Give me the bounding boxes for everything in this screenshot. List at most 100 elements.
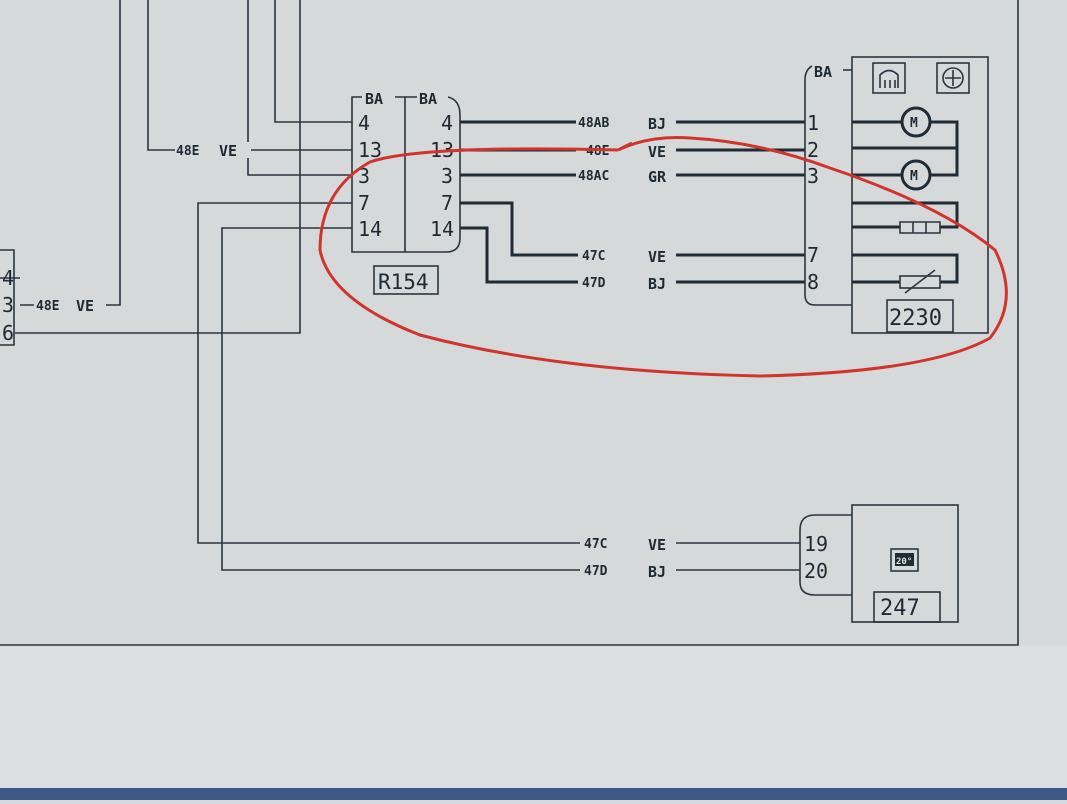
- wire-color: VE: [219, 142, 237, 160]
- diagram-label: 7: [441, 191, 453, 215]
- diagram-line: [274, 0, 352, 123]
- diagram-label: VE: [648, 248, 666, 266]
- resistor-array-icon: [899, 221, 941, 234]
- diagram-label: 19: [804, 532, 828, 556]
- diagram-line: [873, 591, 941, 623]
- diagram-label: 47C: [584, 537, 607, 552]
- diagram-line: [147, 0, 352, 151]
- diagram-line: [895, 553, 914, 566]
- diagram-line: [221, 227, 800, 571]
- diagram-line: [879, 69, 899, 88]
- diagram-label: 20°: [896, 557, 912, 567]
- diagram-label: 14: [358, 217, 382, 241]
- diagram-line: [580, 534, 676, 552]
- diagram-label: 4: [358, 111, 370, 135]
- component-247: 19 20 20° 247: [799, 504, 959, 623]
- diagram-label: 7: [807, 243, 819, 267]
- left-edge-connector: 4 3 6 48E VE: [0, 249, 106, 346]
- diagram-label: 4: [441, 111, 453, 135]
- diagram-line: [942, 67, 964, 89]
- diagram-line: [34, 297, 106, 313]
- pin-label: 3: [2, 293, 14, 317]
- diagram-line: 48AB BJ 48E VE 48AC GR 47C VE 47D BJ: [576, 113, 676, 293]
- diagram-line: [945, 70, 961, 86]
- fan-icon: [936, 62, 970, 94]
- diagram-line: [852, 120, 959, 177]
- diagram-line: [576, 141, 676, 159]
- wire-code: 48E: [176, 144, 199, 159]
- component-id: 2230: [889, 306, 942, 331]
- wires-r154-to-2230: 48AB BJ 48E VE 48AC GR 47C VE 47D BJ: [460, 113, 805, 293]
- diagram-label: M: [910, 169, 918, 184]
- diagram-line: [197, 202, 800, 544]
- diagram-label: 8: [807, 270, 819, 294]
- diagram-line: [578, 246, 676, 264]
- diagram-line: [15, 0, 301, 334]
- wire-color: VE: [76, 297, 94, 315]
- diagram-line: [852, 253, 959, 284]
- diagram-label: M: [910, 116, 918, 131]
- diagram-label: 2: [807, 138, 819, 162]
- pin-label: 6: [2, 321, 14, 345]
- diagram-line: [580, 561, 676, 579]
- diagram-label: BJ: [648, 115, 666, 133]
- diagram-line: [405, 96, 461, 253]
- motor-icon: M: [900, 106, 932, 138]
- side-label: BA: [365, 90, 383, 108]
- diagram-line: [900, 159, 932, 191]
- diagram-label: BJ: [648, 275, 666, 293]
- component-2230: BA 1 2 3 7 8 M M 2230: [804, 56, 989, 334]
- diagram-label: 14: [430, 217, 454, 241]
- diagram-label: 3: [807, 164, 819, 188]
- diagram-label: 48E: [586, 144, 609, 159]
- component-id-box: [373, 265, 439, 295]
- diagram-label: 47C: [582, 249, 605, 264]
- diagram-label: VE: [648, 143, 666, 161]
- diagram-label: 3: [358, 164, 370, 188]
- diagram-line: [851, 56, 989, 334]
- diagram-line: [904, 269, 936, 294]
- diagram-label: 1: [807, 111, 819, 135]
- temperature-sensor-icon: [890, 548, 919, 572]
- diagram-label: 48AC: [578, 169, 609, 184]
- diagram-line: [351, 96, 406, 253]
- component-id: 247: [880, 596, 920, 621]
- diagram-line: [804, 65, 852, 306]
- diagram-label: VE: [648, 536, 666, 554]
- connector-r154: 48E VE BA BA 4 13 3 7 14 4 13 3 7 14 R15…: [175, 90, 461, 295]
- diagram-line: [578, 273, 676, 291]
- diagram-line: [576, 166, 676, 184]
- diagram-line: [20, 0, 121, 306]
- component-id: R154: [378, 270, 429, 294]
- diagram-line: [799, 514, 852, 596]
- diagram-label: 7: [358, 191, 370, 215]
- diagram-label: 20: [804, 559, 828, 583]
- page-margin: [0, 645, 1067, 790]
- diagram-line: [247, 0, 352, 176]
- wires-r154-to-247: 47C VE 47D BJ: [580, 534, 676, 581]
- diagram-label: 47D: [584, 564, 608, 579]
- wire-bundle-top: [0, 0, 800, 571]
- diagram-line: [0, 249, 15, 346]
- diagram-label: 3: [441, 164, 453, 188]
- pin-label: 4: [2, 266, 14, 290]
- diagram-label: 48AB: [578, 116, 609, 131]
- diagram-line: [576, 113, 676, 131]
- page-frame: [0, 0, 1019, 646]
- variable-resistor-icon: [899, 275, 941, 289]
- heater-icon: [872, 62, 906, 94]
- red-annotation-circle: [318, 136, 1008, 378]
- diagram-line: [886, 299, 954, 333]
- diagram-label: BJ: [648, 563, 666, 581]
- diagram-line: [175, 142, 251, 158]
- diagram-line: [900, 106, 932, 138]
- screen-bezel: [0, 788, 1067, 800]
- diagram-label: 47D: [582, 276, 606, 291]
- diagram-label: BA: [814, 63, 832, 81]
- diagram-label: GR: [648, 168, 667, 186]
- side-label: BA: [419, 90, 437, 108]
- motor-icon: M: [900, 159, 932, 191]
- wire-code: 48E: [36, 299, 59, 314]
